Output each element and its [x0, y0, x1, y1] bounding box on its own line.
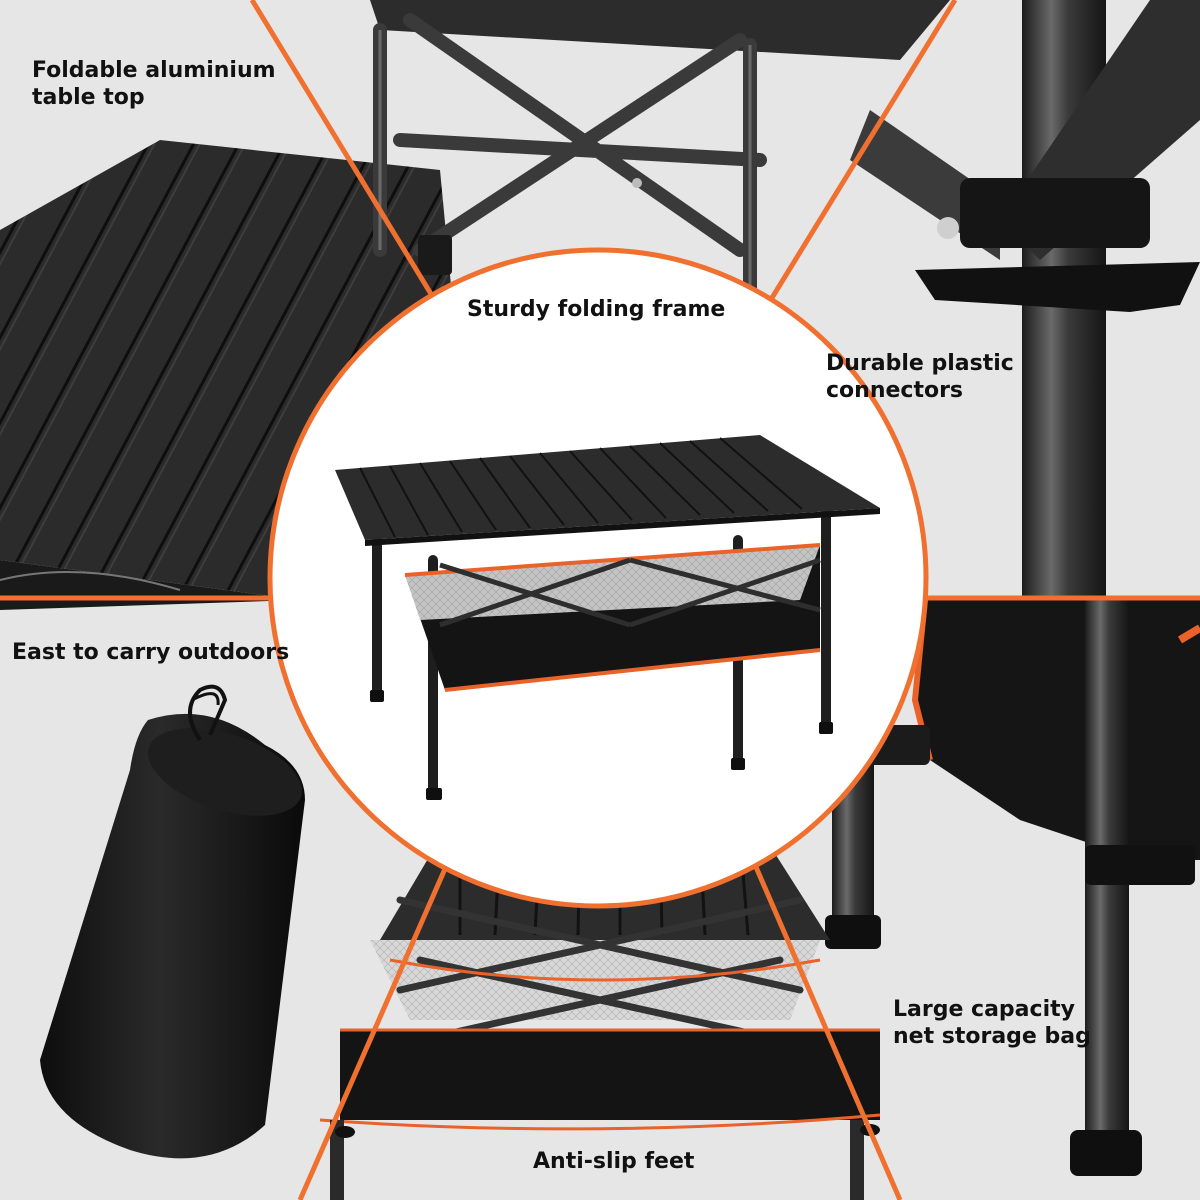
net-bag-label-line2: net storage bag: [893, 1024, 1091, 1049]
net-bag-label-line1: Large capacity: [893, 997, 1075, 1022]
connectors-label-line2: connectors: [826, 378, 964, 403]
connectors-label: Durable plastic connectors: [826, 350, 1014, 404]
connectors-label-line1: Durable plastic: [826, 351, 1014, 376]
net-bag-closeup: [825, 599, 1200, 1176]
net-bag-label: Large capacity net storage bag: [893, 996, 1091, 1050]
table-top-label-line2: table top: [32, 85, 145, 110]
table-top-label-line1: Foldable aluminium: [32, 58, 276, 83]
carry-bag-illustration: [40, 684, 305, 1159]
table-top-label: Foldable aluminium table top: [32, 57, 276, 111]
feet-label: Anti-slip feet: [533, 1149, 695, 1174]
folding-frame-closeup: [370, 0, 950, 307]
center-product-circle: [267, 247, 929, 909]
carry-label: East to carry outdoors: [12, 640, 290, 665]
connector-closeup: [850, 0, 1200, 620]
frame-label: Sturdy folding frame: [467, 297, 726, 322]
